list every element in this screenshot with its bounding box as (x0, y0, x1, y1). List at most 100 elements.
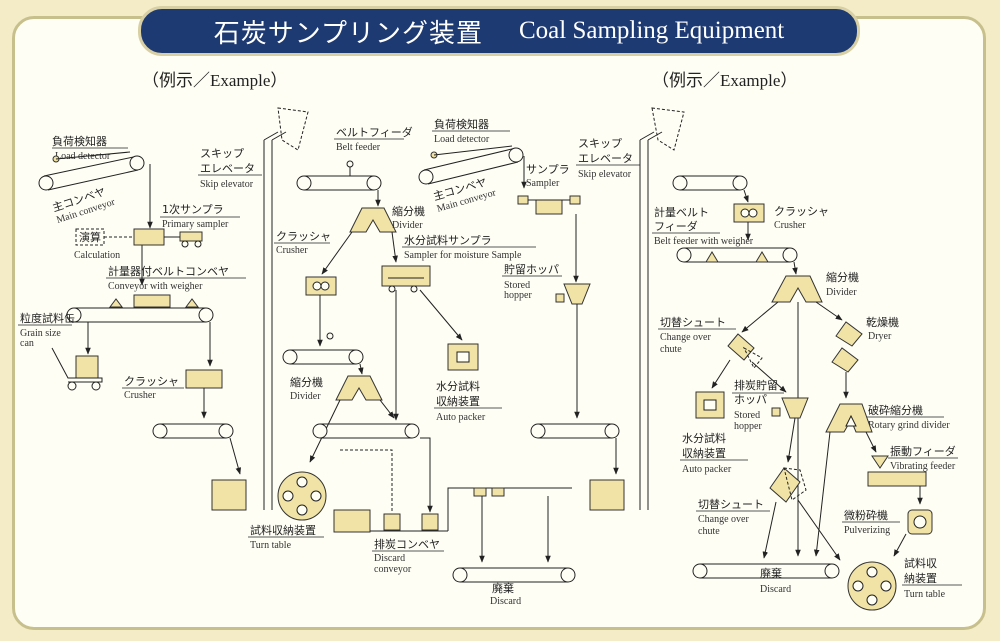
label-en1: Stored (734, 410, 760, 421)
label-jp: 粒度試料缶 (20, 311, 75, 325)
vibrating-feeder: 振動フィーダ Vibrating feeder (867, 444, 958, 487)
title-jp: 石炭サンプリング装置 (213, 18, 483, 49)
label-en: Skip elevator (578, 169, 632, 180)
label-jp2: 納装置 (904, 572, 937, 585)
label-jp2: フィーダ (654, 219, 698, 233)
label-en: Turn table (250, 540, 292, 551)
grain-size-can: 粒度試料缶 Grain size can (18, 311, 103, 391)
label-jp: 縮分機 (392, 204, 425, 218)
label-jp: 計量器付ベルトコンベヤ (108, 264, 229, 278)
label-jp2: 収納装置 (682, 447, 726, 460)
label-en: Divider (826, 287, 857, 298)
label-en: Sampler for moisture Sample (404, 250, 522, 261)
label-jp: 貯留ホッパ (504, 263, 559, 276)
primary-sampler: 1次サンプラ Primary sampler (133, 202, 240, 248)
label-jp: 破砕縮分機 (868, 403, 923, 417)
label-en: Crusher (774, 220, 806, 231)
stored-hopper-2: 排炭貯留 ホッパ Stored hopper (732, 378, 809, 432)
title-en: Coal Sampling Equipment (518, 17, 785, 44)
calculation-unit: 演算 Calculation (74, 228, 134, 261)
skip-elevator-right: スキップ エレベータ Skip elevator (576, 107, 685, 511)
label-jp: 排炭コンベヤ (374, 537, 440, 551)
label-jp: 負荷検知器 (52, 134, 107, 148)
label-jp1: 試料収 (904, 556, 937, 570)
label-en: Skip elevator (200, 179, 254, 190)
auto-packer-left: 水分試料 収納装置 Auto packer (434, 343, 502, 423)
label-en1: Change over (698, 514, 749, 525)
label-en: Auto packer (682, 464, 732, 475)
label-jp: クラッシャ (276, 230, 331, 243)
skip-elevator-left: スキップ エレベータ Skip elevator (198, 107, 309, 511)
label-en: Discard (760, 584, 791, 595)
label-en: Rotary grind divider (868, 420, 950, 431)
label-en: Vibrating feeder (890, 461, 956, 472)
label-en1: Discard (374, 553, 405, 564)
label-jp: 縮分機 (826, 270, 859, 284)
auto-packer-right: 水分試料 収納装置 Auto packer (680, 391, 748, 475)
crusher-right: クラッシャ Crusher (733, 203, 829, 231)
label-jp: 廃棄 (760, 566, 782, 580)
label-jp: 切替シュート (660, 315, 726, 329)
belt-feeder: ベルトフィーダ Belt feeder (296, 125, 413, 191)
change-over-chute-1: 切替シュート Change over chute (658, 315, 763, 369)
label-jp: クラッシャ (774, 205, 829, 218)
label-en: Crusher (276, 245, 308, 256)
label-en: Dryer (868, 331, 892, 342)
label-en: Load detector (434, 134, 490, 145)
label-jp: 微粉砕機 (844, 508, 888, 522)
label-en2: chute (698, 526, 720, 537)
label-en1: Change over (660, 332, 711, 343)
label-jp: サンプラ (526, 163, 570, 176)
label-en1: Stored (504, 280, 530, 291)
divider-right: 縮分機 Divider (771, 270, 859, 303)
discard-conveyor: 排炭コンベヤ Discard conveyor (333, 509, 448, 575)
moisture-sampler: 水分試料サンプラ Sampler for moisture Sample (381, 233, 536, 293)
label-en: Divider (392, 220, 423, 231)
label-jp2: ホッパ (734, 393, 767, 406)
label-jp1: スキップ (200, 147, 244, 160)
label-en: Turn table (904, 589, 946, 600)
change-over-chute-2: 切替シュート Change over chute (696, 467, 807, 537)
label-jp1: スキップ (578, 137, 622, 150)
main-conveyor-left: 主コンベヤ Main conveyor (38, 155, 145, 226)
label-jp: 廃棄 (492, 581, 514, 595)
label-en2: chute (660, 344, 682, 355)
turn-table-left: 試料収納装置 Turn table (248, 471, 327, 551)
label-en: Crusher (124, 390, 156, 401)
label-en: Pulverizing (844, 525, 890, 536)
label-en: Auto packer (436, 412, 486, 423)
label-en: Grain size (20, 328, 61, 339)
label-jp: 縮分機 (290, 375, 323, 389)
label-en: Sampler (526, 178, 560, 189)
label-jp1: 水分試料 (682, 431, 726, 445)
label-jp1: 計量ベルト (654, 205, 709, 219)
label-en: Primary sampler (162, 219, 229, 230)
label-en: Belt feeder (336, 142, 381, 153)
label-jp: 水分試料サンプラ (404, 233, 492, 247)
dryer: 乾燥機 Dryer (831, 315, 899, 373)
diagram-panel (12, 16, 986, 630)
label-jp: 1次サンプラ (162, 202, 224, 216)
label-en2: hopper (734, 421, 762, 432)
label-jp2: エレベータ (578, 152, 633, 165)
discard-left: 廃棄 Discard (452, 567, 576, 607)
load-detector-right: 負荷検知器 Load detector (430, 117, 513, 159)
stored-hopper-1: 貯留ホッパ Stored hopper (502, 263, 591, 305)
divider-left-1: 縮分機 Divider (349, 204, 425, 233)
load-detector-left: 負荷検知器 Load detector (52, 134, 131, 163)
title-banner: 石炭サンプリング装置 Coal Sampling Equipment (138, 6, 860, 56)
label-jp: ベルトフィーダ (336, 125, 413, 139)
label-en: Belt feeder with weigher (654, 236, 754, 247)
label-en2: hopper (504, 290, 532, 301)
discard-right: 廃棄 Discard (692, 563, 840, 595)
label-jp: 負荷検知器 (434, 117, 489, 131)
label-en2: can (20, 338, 34, 349)
sampler-right: サンプラ Sampler (517, 163, 581, 215)
label-en: Calculation (74, 250, 120, 261)
label-jp: 試料収納装置 (250, 523, 316, 537)
belt-feeder-weigher: 計量ベルト フィーダ Belt feeder with weigher (652, 205, 798, 263)
rotary-grind-divider: 破砕縮分機 Rotary grind divider (825, 403, 950, 433)
label-jp1: 水分試料 (436, 379, 480, 393)
label-en2: conveyor (374, 564, 412, 575)
